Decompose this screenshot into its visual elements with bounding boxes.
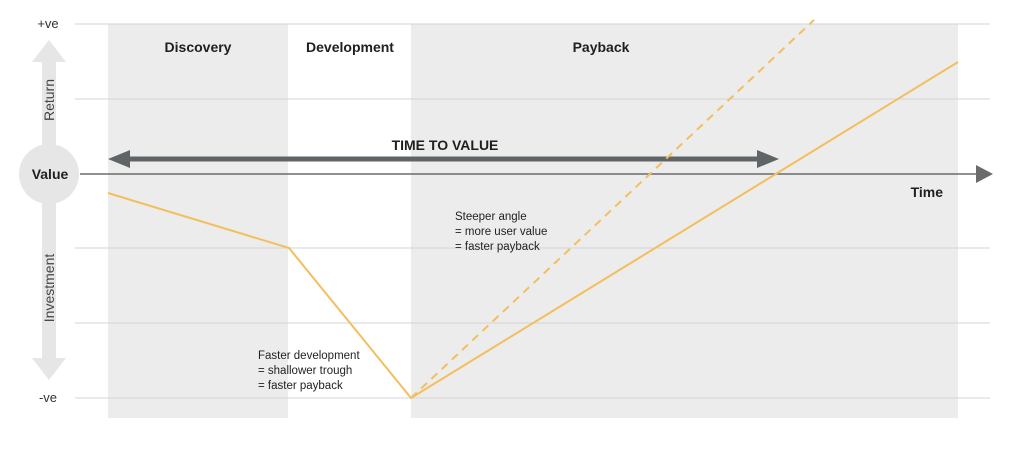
value-circle — [19, 144, 79, 204]
y-bottom-label: -ve — [39, 390, 57, 405]
phase-label-payback: Payback — [573, 39, 630, 55]
y-top-label: +ve — [37, 16, 58, 31]
steeper-angle-note: Steeper angle = more user value = faster… — [455, 211, 551, 253]
return-label: Return — [41, 79, 57, 121]
grid-lines — [75, 23, 990, 399]
up-arrow-head-icon — [32, 40, 66, 62]
faster-development-note: Faster development = shallower trough = … — [258, 350, 363, 392]
phase-label-development: Development — [306, 39, 394, 55]
time-to-value-right-arrow-icon — [757, 150, 779, 168]
steeper-angle-note-line: = faster payback — [455, 241, 540, 253]
down-arrow-head-icon — [32, 358, 66, 380]
vertical-arrow-shaft — [42, 60, 56, 360]
value-label: Value — [32, 166, 69, 182]
time-to-value-label: TIME TO VALUE — [392, 137, 499, 153]
phase-label-discovery: Discovery — [165, 39, 232, 55]
time-to-value-left-arrow-icon — [108, 150, 130, 168]
time-axis-arrow-icon — [976, 165, 993, 183]
time-axis-label: Time — [911, 184, 944, 200]
faster-development-note-line: = faster payback — [258, 380, 343, 392]
faster-development-note-line: Faster development — [258, 350, 360, 362]
phase-band-payback — [411, 24, 958, 418]
steeper-angle-note-line: = more user value — [455, 226, 547, 238]
investment-label: Investment — [41, 254, 57, 323]
steeper-angle-note-line: Steeper angle — [455, 211, 527, 223]
faster-development-note-line: = shallower trough — [258, 365, 352, 377]
value-curve — [107, 61, 959, 400]
vertical-double-arrow — [32, 40, 66, 380]
